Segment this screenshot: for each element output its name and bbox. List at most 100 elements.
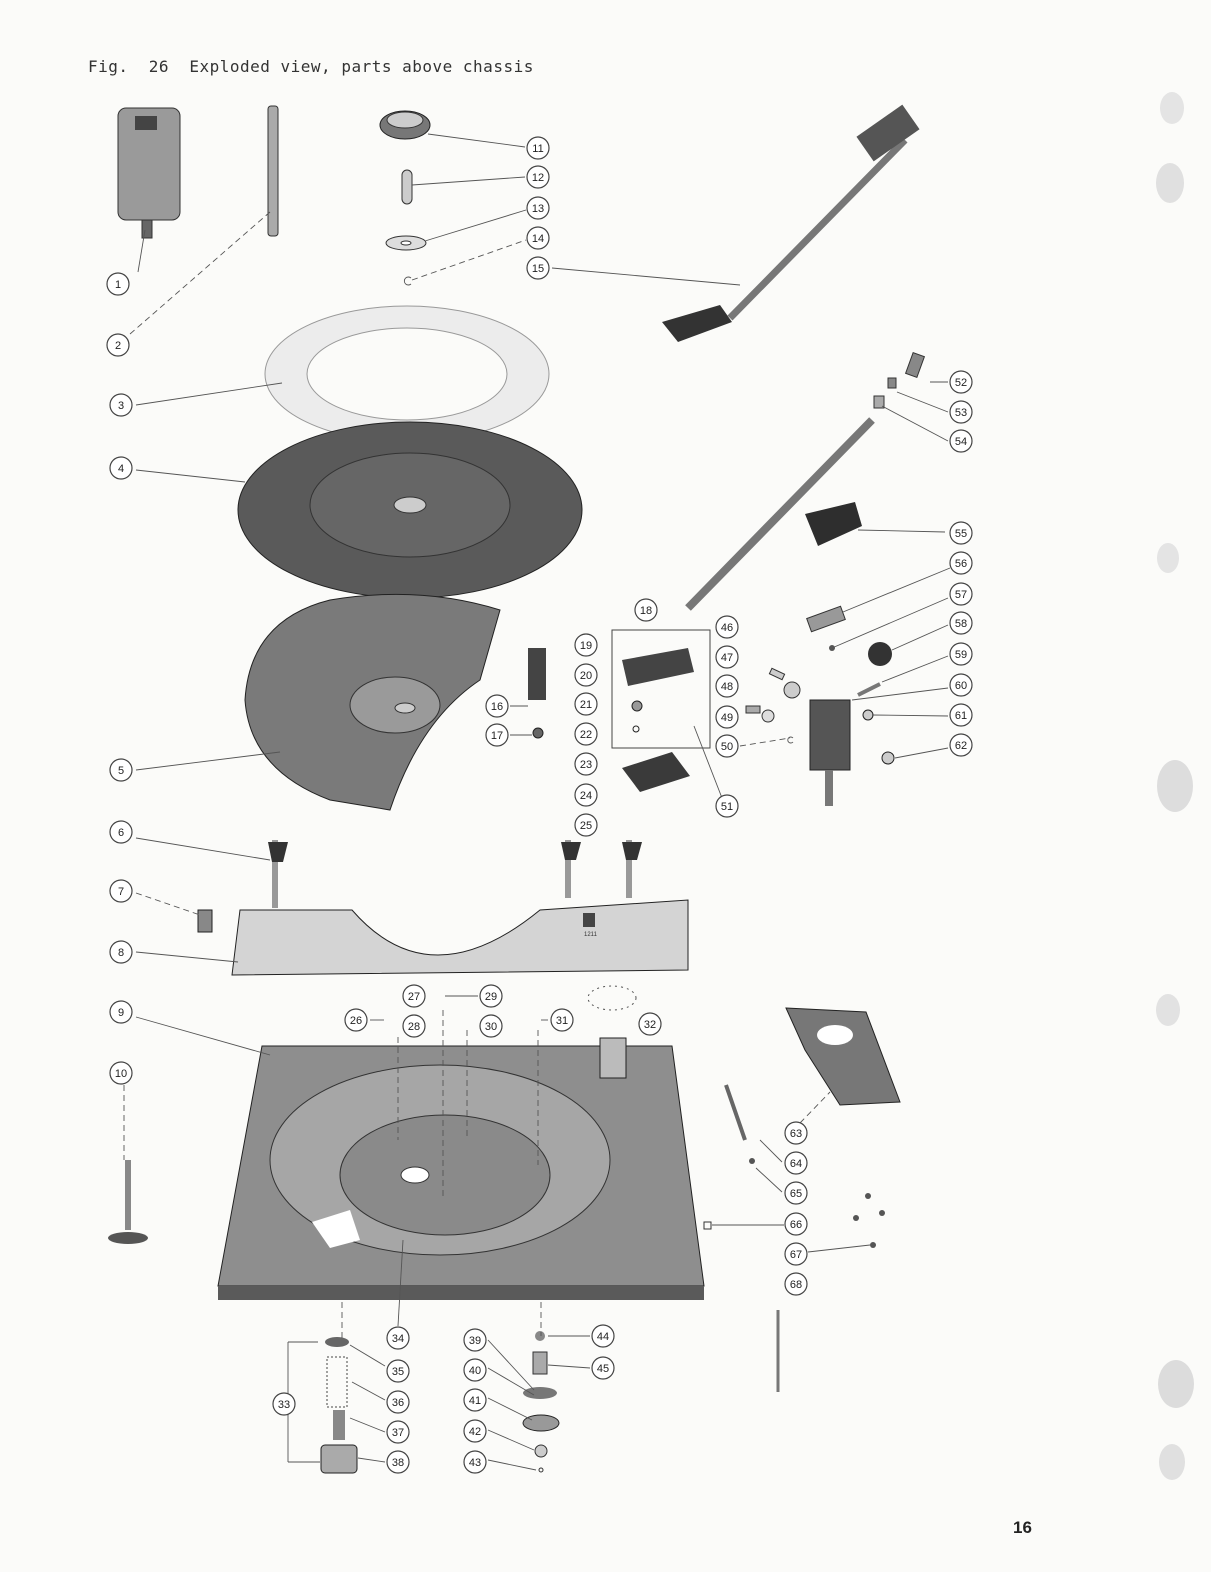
svg-text:52: 52 — [955, 377, 967, 389]
callout-34: 34 — [387, 1327, 409, 1349]
callout-67: 67 — [785, 1243, 807, 1265]
svg-text:13: 13 — [532, 203, 544, 215]
svg-text:47: 47 — [721, 652, 733, 664]
part-arm-rest-lever — [662, 105, 920, 342]
part-tone-arm — [688, 353, 924, 608]
callout-38: 38 — [387, 1451, 409, 1473]
svg-text:68: 68 — [790, 1279, 802, 1291]
svg-text:3: 3 — [118, 400, 124, 412]
callout-57: 57 — [950, 583, 972, 605]
callout-41: 41 — [464, 1389, 486, 1411]
callout-30: 30 — [480, 1015, 502, 1037]
callout-47: 47 — [716, 646, 738, 668]
part-cover-flap — [786, 1008, 900, 1105]
callout-11: 11 — [527, 137, 549, 159]
callout-66: 66 — [785, 1213, 807, 1235]
callout-63: 63 — [785, 1122, 807, 1144]
part-motor-board: 1211 — [232, 900, 688, 975]
callout-1: 1 — [107, 273, 129, 295]
svg-text:16: 16 — [491, 701, 503, 713]
callout-35: 35 — [387, 1360, 409, 1382]
callout-9: 9 — [110, 1001, 132, 1023]
svg-text:8: 8 — [118, 947, 124, 959]
callout-33: 33 — [273, 1393, 295, 1415]
svg-text:31: 31 — [556, 1015, 568, 1027]
svg-text:40: 40 — [469, 1365, 481, 1377]
callout-14: 14 — [527, 227, 549, 249]
callout-27: 27 — [403, 985, 425, 1007]
callout-5: 5 — [110, 759, 132, 781]
svg-text:17: 17 — [491, 730, 503, 742]
svg-text:54: 54 — [955, 436, 967, 448]
svg-text:55: 55 — [955, 528, 967, 540]
svg-text:45: 45 — [597, 1363, 609, 1375]
svg-text:20: 20 — [580, 670, 592, 682]
part-cap-and-washers — [380, 111, 430, 285]
svg-text:9: 9 — [118, 1007, 124, 1019]
callout-10: 10 — [110, 1062, 132, 1084]
svg-text:18: 18 — [640, 605, 652, 617]
part-cover-plate — [245, 594, 500, 810]
svg-text:53: 53 — [955, 407, 967, 419]
callout-28: 28 — [403, 1015, 425, 1037]
part-headshell-group — [612, 630, 710, 792]
callout-36: 36 — [387, 1391, 409, 1413]
svg-text:37: 37 — [392, 1427, 404, 1439]
svg-text:66: 66 — [790, 1219, 802, 1231]
svg-text:2: 2 — [115, 340, 121, 352]
callout-40: 40 — [464, 1359, 486, 1381]
callout-43: 43 — [464, 1451, 486, 1473]
callout-65: 65 — [785, 1182, 807, 1204]
svg-text:67: 67 — [790, 1249, 802, 1261]
callout-15: 15 — [527, 257, 549, 279]
callout-12: 12 — [527, 166, 549, 188]
svg-text:27: 27 — [408, 991, 420, 1003]
svg-text:23: 23 — [580, 759, 592, 771]
callout-56: 56 — [950, 552, 972, 574]
svg-text:44: 44 — [597, 1331, 609, 1343]
svg-text:33: 33 — [278, 1399, 290, 1411]
callout-32: 32 — [639, 1013, 661, 1035]
callout-52: 52 — [950, 371, 972, 393]
callout-37: 37 — [387, 1421, 409, 1443]
chassis-marking: 1211 — [584, 932, 598, 938]
part-main-chassis — [218, 1038, 704, 1300]
callout-24: 24 — [575, 784, 597, 806]
svg-text:48: 48 — [721, 681, 733, 693]
part-pickup-slide — [528, 648, 546, 738]
svg-text:41: 41 — [469, 1395, 481, 1407]
svg-text:4: 4 — [118, 463, 124, 475]
callout-23: 23 — [575, 753, 597, 775]
svg-text:39: 39 — [469, 1335, 481, 1347]
svg-text:19: 19 — [580, 640, 592, 652]
svg-text:58: 58 — [955, 618, 967, 630]
callout-25: 25 — [575, 814, 597, 836]
svg-text:7: 7 — [118, 886, 124, 898]
svg-text:25: 25 — [580, 820, 592, 832]
svg-text:30: 30 — [485, 1021, 497, 1033]
callout-7: 7 — [110, 880, 132, 902]
callout-2: 2 — [107, 334, 129, 356]
callout-18: 18 — [635, 599, 657, 621]
svg-text:28: 28 — [408, 1021, 420, 1033]
callout-42: 42 — [464, 1420, 486, 1442]
svg-text:38: 38 — [392, 1457, 404, 1469]
part-arm-bearing-group — [807, 606, 894, 806]
callout-60: 60 — [950, 674, 972, 696]
part-platter — [238, 422, 582, 598]
callout-17: 17 — [486, 724, 508, 746]
svg-text:24: 24 — [580, 790, 592, 802]
callout-48: 48 — [716, 675, 738, 697]
callout-39: 39 — [464, 1329, 486, 1351]
callout-21: 21 — [575, 693, 597, 715]
svg-text:12: 12 — [532, 172, 544, 184]
callout-59: 59 — [950, 643, 972, 665]
part-ball-ring — [588, 986, 636, 1010]
svg-text:59: 59 — [955, 649, 967, 661]
svg-text:56: 56 — [955, 558, 967, 570]
callout-68: 68 — [785, 1273, 807, 1295]
callout-44: 44 — [592, 1325, 614, 1347]
svg-text:49: 49 — [721, 712, 733, 724]
callout-61: 61 — [950, 704, 972, 726]
svg-text:29: 29 — [485, 991, 497, 1003]
